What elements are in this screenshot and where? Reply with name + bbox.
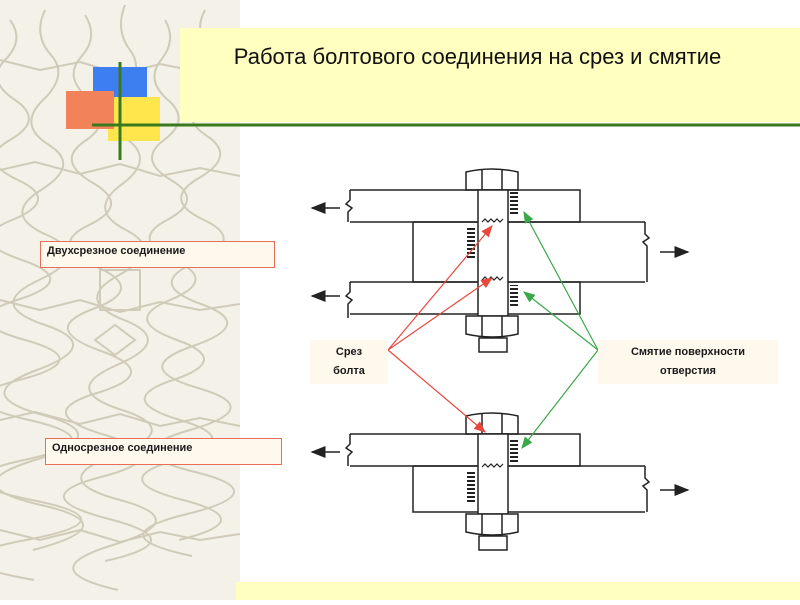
bearing-arrow-1 <box>523 210 599 351</box>
shear-arrow-3 <box>387 349 486 433</box>
slide-title: Работа болтового соединения на срез и см… <box>233 44 722 69</box>
single-shear-joint <box>310 412 690 551</box>
middle-plate <box>412 221 651 283</box>
shear-arrow-1 <box>387 225 493 351</box>
bearing-callout: Смятие поверхности отверстия <box>598 340 778 384</box>
bolt-shank-bottom <box>467 433 518 515</box>
double-shear-label: Двухсрезное соединение <box>40 241 275 268</box>
nut-top <box>465 315 519 353</box>
bolt-shear-callout: Срез болта <box>310 340 388 384</box>
bolt-shear-line2: болта <box>333 365 365 377</box>
bearing-arrow-2 <box>523 291 599 351</box>
yellow-square <box>108 97 160 141</box>
bearing-pointer-arrows <box>521 210 599 449</box>
shear-arrow-2 <box>387 277 493 351</box>
nut-bottom <box>465 513 519 551</box>
lower-plate-single <box>412 465 651 513</box>
single-shear-label: Односрезное соединение <box>45 438 282 465</box>
bearing-line2: отверстия <box>660 365 716 377</box>
bearing-line1: Смятие поверхности <box>630 346 746 358</box>
top-plate <box>344 189 581 223</box>
bearing-arrow-3 <box>521 349 599 449</box>
bolt-shank-top <box>467 189 518 317</box>
double-shear-joint <box>310 168 690 353</box>
upper-plate-single <box>344 433 581 467</box>
title-band <box>180 28 800 122</box>
bottom-band <box>236 582 800 600</box>
bolt-shear-line1: Срез <box>335 346 363 358</box>
orange-square <box>66 91 114 129</box>
shear-pointer-arrows <box>387 225 493 433</box>
bolt-head-top <box>465 168 519 191</box>
bottom-plate <box>344 281 581 318</box>
bolt-head-bottom <box>465 412 519 435</box>
